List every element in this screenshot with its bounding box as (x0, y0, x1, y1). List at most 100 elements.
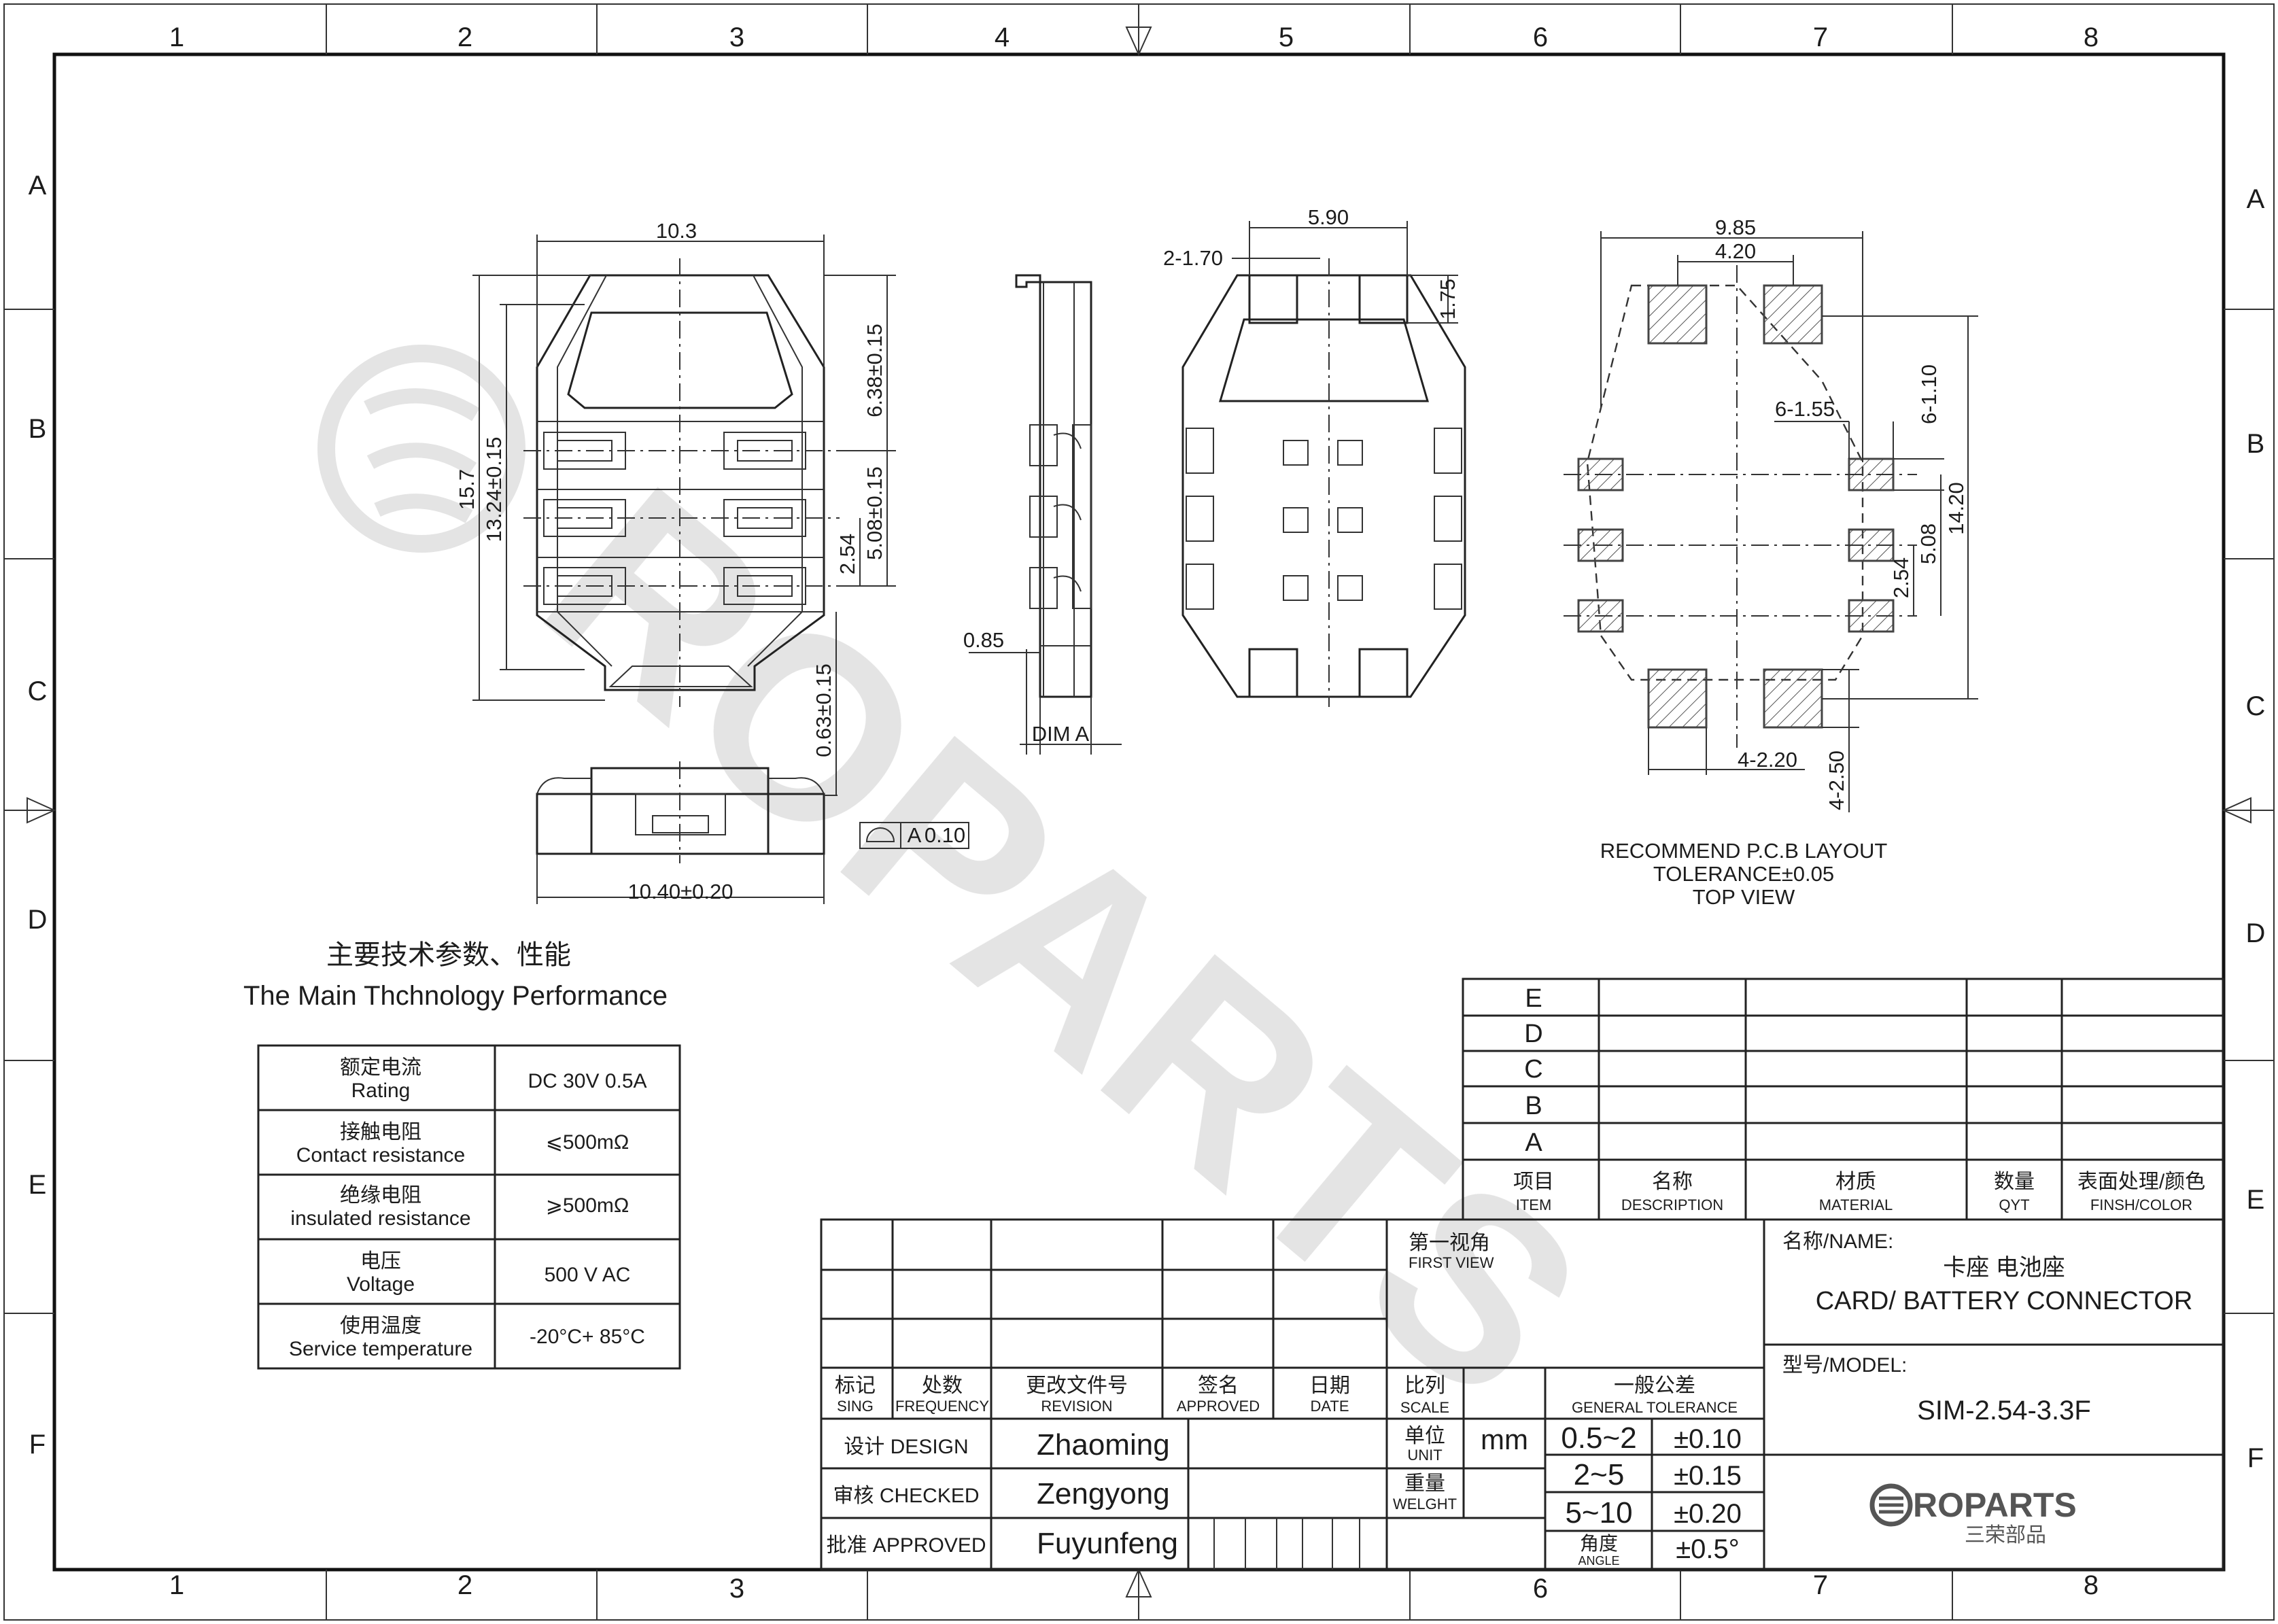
approved-name: Fuyunfeng (1037, 1527, 1178, 1560)
spec-row-1-en: Rating (351, 1079, 411, 1102)
bom-rev-a: A (1525, 1128, 1542, 1157)
watermark: ROPARTS (317, 345, 1634, 1453)
tol-range-1: 0.5~2 (1561, 1421, 1636, 1455)
grid-row-c-right: C (2246, 691, 2266, 721)
sheet-frame: 1 2 3 4 5 6 7 8 1 2 3 6 7 8 A B C D E F … (3, 3, 2275, 1621)
model-label: 型号/MODEL: (1782, 1354, 1907, 1377)
datum-label: DIM A (1032, 722, 1090, 746)
logo-mark-icon (1869, 1483, 1913, 1527)
bottom-view: 5.90 2-1.70 1.75 (1163, 205, 1466, 707)
grid-row-b: B (29, 414, 47, 444)
spec-row-2-value: ⩽500mΩ (546, 1131, 629, 1154)
weight-cn: 重量 (1404, 1472, 1445, 1495)
bom-rev-b: B (1525, 1092, 1542, 1120)
tol-value-2: ±0.15 (1674, 1461, 1742, 1491)
title-block: 标记 SING 处数 FREQUENCY 更改文件号 REVISION 签名 A… (820, 1218, 2224, 1571)
angle-tol: ±0.5° (1676, 1534, 1740, 1564)
dim-pcb-pad-h: 6-1.10 (1917, 364, 1941, 424)
grid-row-e-right: E (2247, 1185, 2265, 1215)
side-view: 0.85 DIM A (963, 274, 1122, 755)
spec-row-1-cn: 额定电流 (340, 1056, 421, 1079)
scale-cn: 比列 (1404, 1375, 1445, 1397)
dim-pcb-pitch-outer: 5.08 (1916, 523, 1940, 564)
dim-pcb-bottom-pad-h: 4-2.50 (1825, 750, 1848, 810)
grid-col-4: 4 (995, 22, 1009, 52)
dim-bottom-width: 5.90 (1308, 205, 1349, 229)
unit-cn: 单位 (1404, 1425, 1445, 1447)
design-name: Zhaoming (1037, 1428, 1170, 1462)
unit-en: UNIT (1407, 1447, 1442, 1464)
bom-head-qty-cn: 数量 (1994, 1171, 2035, 1193)
spec-row-3-en: insulated resistance (290, 1207, 470, 1230)
grid-col-3: 3 (729, 22, 744, 52)
spec-row-5-cn: 使用温度 (340, 1315, 421, 1337)
spec-row-4-value: 500 V AC (545, 1264, 631, 1286)
first-view-cn: 第一视角 (1409, 1232, 1490, 1254)
dim-height-overall: 15.7 (455, 469, 479, 510)
checked-label: 审核 CHECKED (833, 1485, 979, 1507)
grid-row-f: F (29, 1430, 46, 1459)
dim-top-width: 10.3 (656, 219, 697, 243)
grid-col-1-bottom: 1 (169, 1570, 184, 1600)
tol-value-1: ±0.10 (1674, 1424, 1742, 1454)
rev-head-sing-cn: 标记 (835, 1375, 876, 1397)
spec-table: 额定电流 Rating DC 30V 0.5A 接触电阻 Contact res… (257, 1044, 681, 1370)
grid-col-1: 1 (169, 22, 184, 52)
grid-row-a-right: A (2247, 184, 2265, 214)
spec-row-3-cn: 绝缘电阻 (340, 1184, 421, 1207)
tol-value-3: ±0.20 (1674, 1499, 1742, 1529)
grid-col-6-bottom: 6 (1533, 1574, 1548, 1604)
spec-row-2-en: Contact resistance (296, 1144, 465, 1167)
rev-head-freq-cn: 处数 (922, 1375, 963, 1397)
rev-head-freq-en: FREQUENCY (895, 1398, 989, 1415)
grid-row-e: E (29, 1170, 47, 1200)
grid-col-8-bottom: 8 (2084, 1570, 2099, 1600)
spec-row-5-value: -20°C+ 85°C (530, 1326, 645, 1348)
pcb-caption-line3: TOP VIEW (1693, 885, 1795, 909)
dim-pitch-outer: 5.08±0.15 (863, 466, 886, 560)
bom-head-material-en: MATERIAL (1819, 1196, 1893, 1213)
bom-head-material-cn: 材质 (1835, 1171, 1876, 1193)
spec-title-cn: 主要技术参数、性能 (326, 940, 571, 970)
name-cn: 卡座 电池座 (1943, 1255, 2065, 1281)
dim-pcb-inner: 4.20 (1715, 239, 1756, 263)
dim-pad-size: 2-1.70 (1163, 246, 1223, 270)
grid-col-8: 8 (2084, 22, 2099, 52)
bom-head-finish-en: FINSH/COLOR (2090, 1196, 2192, 1213)
flatness-ref: A (908, 823, 922, 847)
logo-cn: 三荣部品 (1965, 1524, 2046, 1547)
name-en: CARD/ BATTERY CONNECTOR (1816, 1287, 2193, 1315)
grid-col-3-bottom: 3 (729, 1574, 744, 1604)
pcb-caption-line1: RECOMMEND P.C.B LAYOUT (1600, 839, 1888, 863)
dim-front-width: 10.40±0.20 (628, 880, 734, 903)
bom-head-desc-cn: 名称 (1652, 1171, 1693, 1193)
spec-row-2-cn: 接触电阻 (340, 1121, 421, 1143)
weight-en: WELGHT (1393, 1496, 1457, 1513)
dim-pcb-bottom-pad-w: 4-2.20 (1738, 748, 1797, 772)
dim-pcb-outer: 9.85 (1715, 215, 1756, 239)
dim-pitch: 2.54 (835, 534, 859, 574)
tolerance-en: GENERAL TOLERANCE (1572, 1399, 1738, 1416)
logo-text: ROPARTS (1913, 1486, 2077, 1524)
dim-pad-height: 1.75 (1436, 279, 1460, 319)
rev-head-sing-en: SING (837, 1398, 874, 1415)
bom-head-qty-en: QYT (1999, 1196, 2029, 1213)
grid-row-f-right: F (2247, 1443, 2264, 1473)
top-view: 10.3 15.7 13.24±0.15 6.38±0.15 5.08±0.15… (455, 219, 896, 795)
bom-head-item-cn: 项目 (1513, 1171, 1554, 1193)
dim-pcb-pad-w: 6-1.55 (1775, 397, 1835, 421)
grid-col-6: 6 (1533, 22, 1548, 52)
bom-rev-c: C (1524, 1055, 1542, 1084)
bom-table: E D C B A 项目 ITEM 名称 DESCRIPTION 材质 MATE… (1462, 978, 2224, 1221)
angle-en: ANGLE (1578, 1554, 1619, 1568)
angle-cn: 角度 (1580, 1533, 1618, 1554)
bom-head-desc-en: DESCRIPTION (1621, 1196, 1723, 1213)
rev-head-date-cn: 日期 (1309, 1375, 1350, 1397)
grid-row-a: A (29, 171, 47, 201)
spec-title-en: The Main Thchnology Performance (243, 981, 668, 1011)
spec-row-3-value: ⩾500mΩ (546, 1194, 629, 1217)
dim-upper-offset: 6.38±0.15 (863, 324, 886, 417)
bom-head-finish-cn: 表面处理/颜色 (2077, 1171, 2205, 1193)
rev-head-date-en: DATE (1310, 1398, 1349, 1415)
